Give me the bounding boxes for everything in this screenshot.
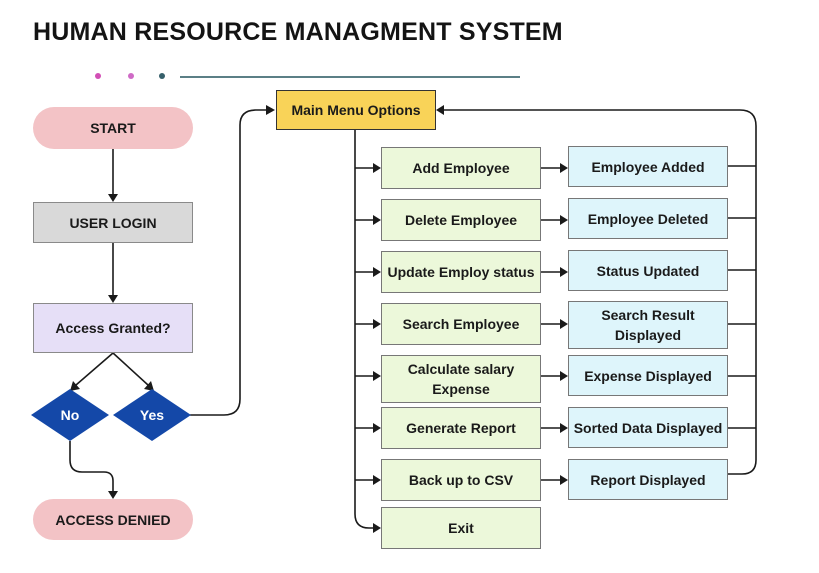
page-title: HUMAN RESOURCE MANAGMENT SYSTEM xyxy=(33,18,563,46)
result-report-displayed: Report Displayed xyxy=(568,459,728,500)
decorative-dot xyxy=(128,73,134,79)
option-search-employee: Search Employee xyxy=(381,303,541,345)
option-generate-report: Generate Report xyxy=(381,407,541,449)
decision-no-label: No xyxy=(60,407,80,423)
option-update-employ-status: Update Employ status xyxy=(381,251,541,293)
decorative-dot xyxy=(159,73,165,79)
main-menu-node: Main Menu Options xyxy=(276,90,436,130)
access-granted-node: Access Granted? xyxy=(33,303,193,353)
result-search-result-displayed: Search Result Displayed xyxy=(568,301,728,349)
option-back-up-to-csv: Back up to CSV xyxy=(381,459,541,501)
user-login-node: USER LOGIN xyxy=(33,202,193,243)
option-calculate-salary-expense: Calculate salary Expense xyxy=(381,355,541,403)
result-sorted-data-displayed: Sorted Data Displayed xyxy=(568,407,728,448)
decision-yes-label: Yes xyxy=(139,407,165,423)
option-exit: Exit xyxy=(381,507,541,549)
result-employee-deleted: Employee Deleted xyxy=(568,198,728,239)
title-divider xyxy=(180,76,520,78)
decision-no: No xyxy=(31,389,109,441)
start-node: START xyxy=(33,107,193,149)
decorative-dot xyxy=(95,73,101,79)
decision-yes: Yes xyxy=(113,389,191,441)
option-add-employee: Add Employee xyxy=(381,147,541,189)
option-delete-employee: Delete Employee xyxy=(381,199,541,241)
result-expense-displayed: Expense Displayed xyxy=(568,355,728,396)
access-denied-node: ACCESS DENIED xyxy=(33,499,193,540)
result-employee-added: Employee Added xyxy=(568,146,728,187)
result-status-updated: Status Updated xyxy=(568,250,728,291)
